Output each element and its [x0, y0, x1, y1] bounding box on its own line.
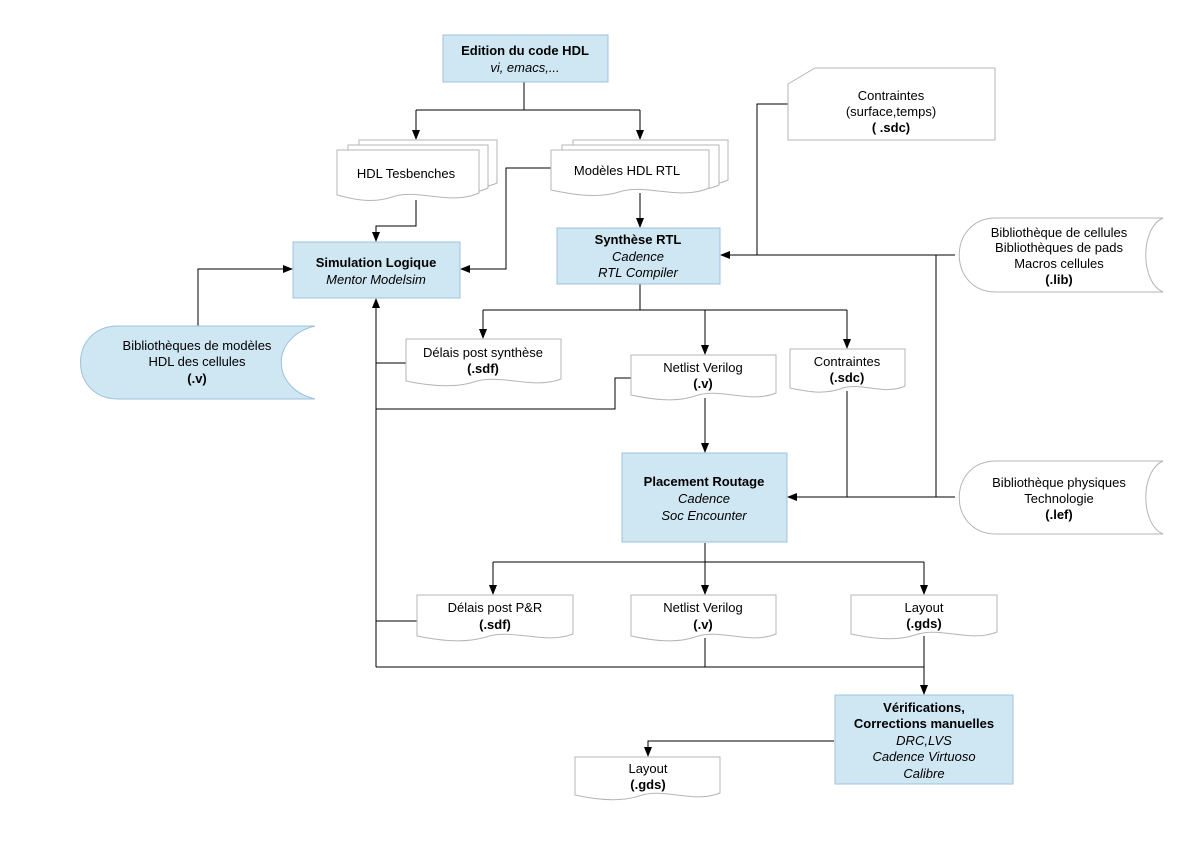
verifications-title1: Vérifications, — [883, 700, 965, 715]
simulation-title: Simulation Logique — [316, 255, 437, 270]
placement-title: Placement Routage — [644, 474, 765, 489]
delais-synth-ext: (.sdf) — [467, 361, 499, 376]
edge-synthese-split — [483, 284, 847, 311]
node-delais-synth[interactable]: Délais post synthèse (.sdf) — [405, 338, 562, 387]
node-modeles-rtl[interactable]: Modèles HDL RTL — [550, 139, 729, 196]
node-simulation[interactable]: Simulation Logique Mentor Modelsim — [292, 241, 461, 299]
contraintes-top-line1: Contraintes — [858, 88, 925, 103]
node-layout-final[interactable]: Layout (.gds) — [574, 756, 721, 801]
node-synthese[interactable]: Synthèse RTL Cadence RTL Compiler — [556, 227, 721, 285]
edition-tool: vi, emacs,... — [490, 60, 559, 75]
node-lib-physique[interactable]: Bibliothèque physiques Technologie (.lef… — [958, 460, 1164, 535]
netlist-pr-label: Netlist Verilog — [663, 600, 742, 615]
testbenches-label: HDL Tesbenches — [357, 166, 456, 181]
contraintes-mid-ext: (.sdc) — [830, 370, 865, 385]
delais-pr-ext: (.sdf) — [479, 617, 511, 632]
contraintes-top-ext: ( .sdc) — [872, 120, 910, 135]
simulation-tool: Mentor Modelsim — [326, 272, 426, 287]
node-placement[interactable]: Placement Routage Cadence Soc Encounter — [621, 452, 788, 543]
delais-synth-label: Délais post synthèse — [423, 345, 543, 360]
edge-edition-split — [416, 82, 640, 111]
lib-physique-line1: Bibliothèque physiques — [992, 475, 1126, 490]
edge-contraintes-synthese — [756, 103, 788, 255]
node-lib-cellules[interactable]: Bibliothèque de cellules Bibliothèques d… — [958, 217, 1164, 293]
node-lib-modeles[interactable]: Bibliothèques de modèles HDL des cellule… — [80, 325, 316, 400]
node-delais-pr[interactable]: Délais post P&R (.sdf) — [416, 594, 574, 642]
verifications-tool3: Calibre — [903, 766, 944, 781]
synthese-tool1: Cadence — [612, 249, 664, 264]
lib-physique-ext: (.lef) — [1045, 507, 1072, 522]
modeles-rtl-label: Modèles HDL RTL — [574, 163, 680, 178]
node-contraintes-top[interactable]: Contraintes (surface,temps) ( .sdc) — [787, 67, 996, 141]
synthese-title: Synthèse RTL — [595, 232, 682, 247]
edition-title: Edition du code HDL — [461, 43, 589, 58]
edge-netlist-feedback — [376, 377, 631, 410]
lib-cellules-line2: Bibliothèques de pads — [995, 240, 1123, 255]
node-layout-pr[interactable]: Layout (.gds) — [850, 594, 998, 640]
contraintes-mid-label: Contraintes — [814, 354, 881, 369]
verifications-tool1: DRC,LVS — [896, 733, 952, 748]
lib-cellules-line1: Bibliothèque de cellules — [991, 225, 1128, 240]
lib-cellules-line3: Macros cellules — [1014, 256, 1104, 271]
netlist-synth-ext: (.v) — [693, 376, 713, 391]
delais-pr-label: Délais post P&R — [448, 600, 543, 615]
edge-libmodeles-simulation — [197, 265, 293, 326]
synthese-tool2: RTL Compiler — [598, 265, 678, 280]
netlist-synth-label: Netlist Verilog — [663, 360, 742, 375]
node-verifications[interactable]: Vérifications, Corrections manuelles DRC… — [834, 694, 1014, 785]
lib-modeles-ext: (.v) — [187, 371, 207, 386]
node-testbenches[interactable]: HDL Tesbenches — [336, 139, 498, 201]
edge-modeles-simulation — [460, 167, 551, 273]
edge-testbenches-simulation — [372, 200, 417, 242]
node-netlist-pr[interactable]: Netlist Verilog (.v) — [630, 594, 777, 642]
lib-physique-line2: Technologie — [1024, 491, 1093, 506]
placement-tool1: Cadence — [678, 491, 730, 506]
edge-placement-split — [493, 543, 924, 563]
layout-final-label: Layout — [628, 761, 667, 776]
edge-verif-layout — [644, 740, 834, 757]
contraintes-top-line2: (surface,temps) — [846, 104, 936, 119]
lib-cellules-ext: (.lib) — [1045, 272, 1072, 287]
node-netlist-synth[interactable]: Netlist Verilog (.v) — [630, 354, 777, 401]
lib-modeles-line1: Bibliothèques de modèles — [123, 338, 272, 353]
layout-final-ext: (.gds) — [630, 777, 665, 792]
verifications-title2: Corrections manuelles — [854, 716, 994, 731]
layout-pr-label: Layout — [904, 600, 943, 615]
placement-tool2: Soc Encounter — [661, 508, 747, 523]
netlist-pr-ext: (.v) — [693, 617, 713, 632]
lib-modeles-line2: HDL des cellules — [148, 354, 246, 369]
verifications-tool2: Cadence Virtuoso — [872, 749, 975, 764]
layout-pr-ext: (.gds) — [906, 616, 941, 631]
node-edition[interactable]: Edition du code HDL vi, emacs,... — [442, 34, 609, 83]
edges — [197, 82, 955, 757]
node-contraintes-mid[interactable]: Contraintes (.sdc) — [789, 348, 906, 393]
